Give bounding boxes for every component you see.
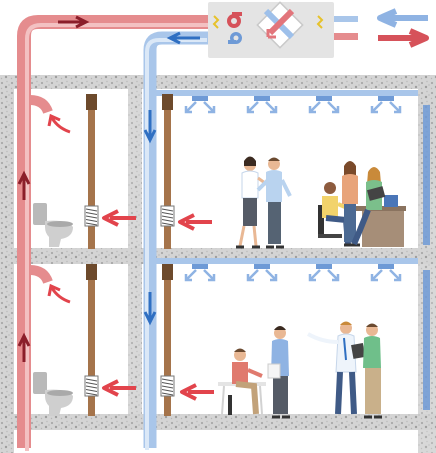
person bbox=[342, 161, 360, 247]
exhaust-arrow-icon bbox=[17, 170, 31, 200]
exhaust-duct bbox=[17, 15, 213, 451]
ventilation-unit-icon bbox=[208, 1, 334, 58]
window-lower bbox=[423, 270, 430, 410]
person bbox=[267, 326, 290, 419]
person bbox=[351, 167, 386, 246]
ceiling-diffuser-icon bbox=[308, 264, 340, 282]
transfer-air-arrows bbox=[102, 209, 214, 401]
transfer-grille-icon bbox=[84, 205, 99, 227]
person bbox=[307, 321, 366, 415]
shaft-wall-left bbox=[128, 89, 142, 414]
transfer-grille-icon bbox=[160, 205, 175, 227]
ceiling-diffuser-icon bbox=[184, 264, 216, 282]
desk bbox=[362, 210, 404, 247]
transfer-arrow-icon bbox=[102, 379, 136, 397]
office-people-icon bbox=[218, 321, 382, 419]
extract-arrow-icon bbox=[47, 283, 71, 304]
ceiling-diffuser-icon bbox=[246, 264, 278, 282]
person bbox=[256, 157, 292, 249]
supply-arrow-icon bbox=[143, 292, 157, 326]
supply-fan-icon bbox=[228, 32, 242, 44]
ceiling-diffuser-icon bbox=[184, 96, 216, 114]
person bbox=[363, 323, 382, 419]
toilet-icon bbox=[33, 372, 73, 416]
exhaust-arrow-icon bbox=[17, 332, 31, 362]
heat-coil-icon bbox=[316, 15, 324, 29]
supply-arrow-icon bbox=[166, 31, 200, 45]
transfer-grilles bbox=[84, 205, 175, 397]
ceiling-diffuser-icon bbox=[370, 96, 402, 114]
transfer-arrow-icon bbox=[180, 383, 214, 401]
extract-arrow-icon bbox=[47, 113, 71, 134]
door-frames bbox=[86, 94, 173, 416]
exhaust-fan-icon bbox=[227, 12, 242, 28]
transfer-arrow-icon bbox=[102, 209, 136, 227]
window-upper bbox=[423, 105, 430, 245]
ceiling-diffuser-icon bbox=[246, 96, 278, 114]
heat-exchanger-icon bbox=[256, 1, 304, 49]
supply-arrow-icon bbox=[143, 110, 157, 144]
ceiling-diffusers bbox=[184, 96, 402, 282]
ceiling-diffuser-icon bbox=[308, 96, 340, 114]
ground-slab bbox=[0, 414, 436, 430]
transfer-arrow-icon bbox=[178, 213, 212, 231]
transfer-grille-icon bbox=[84, 375, 99, 397]
roof-slab bbox=[0, 75, 436, 89]
supply-duct bbox=[143, 31, 418, 450]
person bbox=[228, 348, 263, 415]
heat-coil-icon bbox=[212, 15, 220, 29]
outdoor-ducts bbox=[334, 8, 429, 48]
outdoor-air-arrow-icon bbox=[377, 8, 428, 28]
office-people-icon bbox=[236, 156, 406, 249]
toilet-icon bbox=[33, 203, 73, 247]
transfer-grille-icon bbox=[160, 375, 175, 397]
exhaust-air-arrow-icon bbox=[378, 28, 429, 48]
exhaust-arrow-icon bbox=[58, 15, 90, 29]
ceiling-diffuser-icon bbox=[370, 264, 402, 282]
